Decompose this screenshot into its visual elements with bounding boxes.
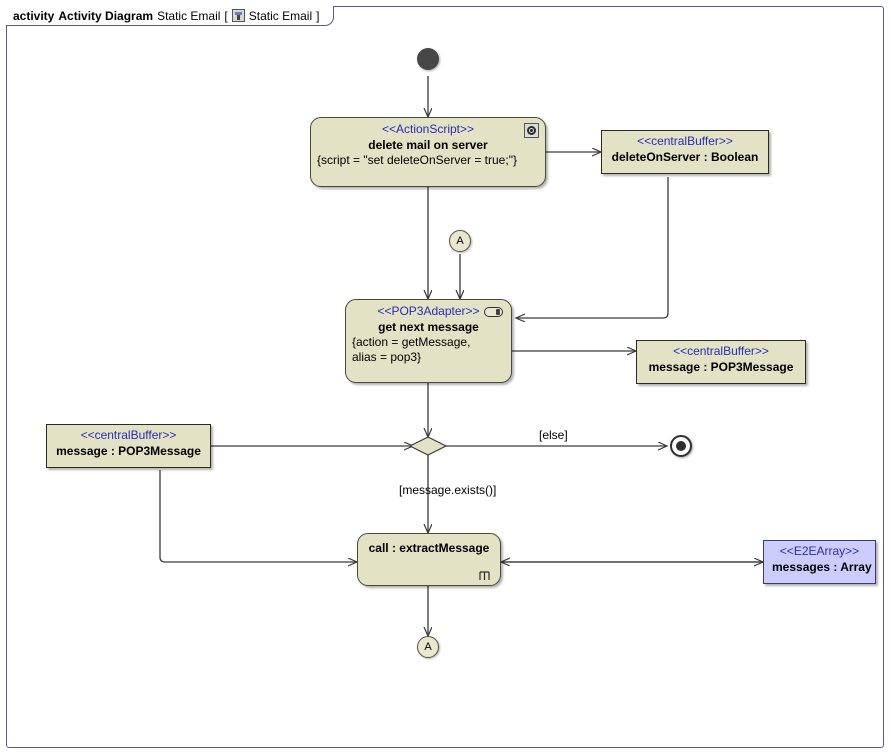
frame-diagram-type: Activity Diagram (58, 8, 154, 23)
central-buffer-message-left[interactable]: <<centralBuffer>> message : POP3Message (46, 424, 211, 468)
pop3-name: get next message (378, 320, 479, 334)
action-delete-mail-on-server[interactable]: <<ActionScript>> delete mail on server {… (310, 117, 546, 187)
script-gear-icon (524, 123, 539, 138)
connector-node-a-top[interactable]: A (449, 230, 471, 252)
frame-bracket-close: ] (316, 8, 320, 23)
action-stereotype: <<ActionScript>> (381, 122, 475, 136)
initial-node[interactable] (417, 48, 439, 70)
call-action-name: call : extractMessage (368, 541, 490, 555)
array-name: messages : Array (772, 560, 872, 574)
pop3-properties-line1: {action = getMessage, (352, 335, 471, 349)
central-buffer-delete-on-server[interactable]: <<centralBuffer>> deleteOnServer : Boole… (601, 130, 769, 174)
frame-scope-name: Static Email (248, 8, 313, 23)
central-buffer-message-right[interactable]: <<centralBuffer>> message : POP3Message (636, 340, 806, 384)
action-properties: {script = "set deleteOnServer = true;"} (317, 153, 517, 167)
pop3-stereotype: <<POP3Adapter>> (377, 304, 480, 318)
array-stereotype: <<E2EArray>> (779, 544, 860, 558)
action-call-extract-message[interactable]: call : extractMessage (357, 533, 501, 586)
buffer-name: deleteOnServer : Boolean (611, 150, 759, 164)
guard-else: [else] (539, 428, 568, 442)
diagram-icon (231, 9, 245, 22)
frame-bracket-open: [ (224, 8, 228, 23)
action-name: delete mail on server (368, 138, 488, 152)
frame-keyword: activity (13, 8, 55, 23)
connector-node-a-bottom[interactable]: A (417, 636, 439, 658)
pop3-properties-line2: alias = pop3} (352, 350, 422, 364)
connector-label: A (424, 641, 432, 653)
buffer-stereotype: <<centralBuffer>> (80, 428, 177, 442)
connector-label: A (456, 235, 464, 247)
activity-final-node[interactable] (670, 435, 692, 457)
buffer-name: message : POP3Message (56, 444, 201, 458)
buffer-name: message : POP3Message (648, 360, 794, 374)
diagram-frame-header: activity Activity Diagram Static Email [… (6, 6, 335, 26)
e2e-array-messages[interactable]: <<E2EArray>> messages : Array (763, 540, 876, 584)
frame-diagram-name: Static Email (157, 8, 221, 23)
guard-message-exists: [message.exists()] (399, 483, 497, 497)
action-get-next-message[interactable]: <<POP3Adapter>> get next message {action… (345, 299, 512, 383)
adapter-pill-icon (484, 307, 503, 317)
call-behavior-rake-icon (479, 571, 490, 580)
buffer-stereotype: <<centralBuffer>> (673, 344, 769, 358)
buffer-stereotype: <<centralBuffer>> (637, 134, 733, 148)
